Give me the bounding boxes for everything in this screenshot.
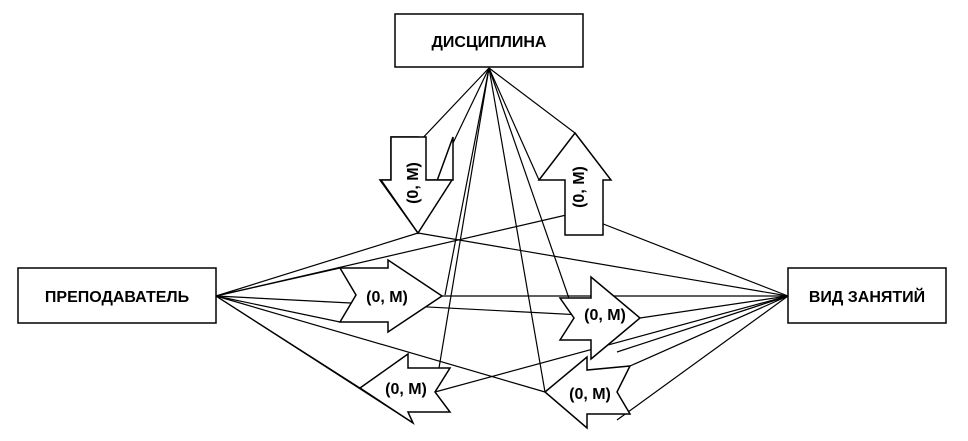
line-teacher-right-arrow (215, 295, 641, 319)
cardinality-label: (0, M) (571, 166, 588, 208)
line-teacher-mid-arrow-b (215, 295, 341, 323)
line-lesson-right-arrow-b (616, 295, 789, 353)
line-disc-arrowdown-right (452, 67, 490, 144)
line-disc-arrowup-left (488, 67, 540, 181)
line-disc-arrowdown-left (417, 67, 490, 144)
connector-lines (215, 67, 789, 424)
line-disc-br-arrow (488, 67, 546, 393)
line-disc-mid-arrow (444, 67, 490, 296)
entity-teacher-label: ПРЕПОДАВАТЕЛЬ (45, 289, 189, 306)
line-lesson-up-arrow (574, 212, 789, 297)
line-disc-bl-arrow (434, 67, 490, 393)
line-teacher-br-arrow (215, 295, 546, 393)
arrow-discipline-up: (0, M) (537, 131, 613, 236)
line-teacher-mid-arrow (215, 267, 341, 297)
cardinality-label: (0, M) (405, 162, 422, 204)
line-lesson-right-arrow (639, 295, 789, 319)
entity-discipline[interactable]: ДИСЦИПЛИНА (394, 13, 584, 68)
line-disc-right-arrow (488, 67, 573, 308)
line-disc-arrowup-tip (488, 67, 576, 134)
arrow-teacher-from-lesson: (0, M) (358, 352, 452, 426)
cardinality-label: (0, M) (385, 381, 427, 398)
line-lesson-bl-arrow (434, 295, 789, 393)
line-lesson-down-arrow (417, 232, 789, 297)
cardinality-label: (0, M) (366, 289, 408, 306)
line-teacher-down-arrow (215, 232, 419, 297)
cardinality-label: (0, M) (569, 386, 611, 403)
cardinality-label: (0, M) (584, 307, 626, 324)
arrow-lesson-from-teacher: (0, M) (558, 275, 642, 361)
arrow-discipline-down: (0, M) (378, 136, 454, 235)
entity-lesson-type-label: ВИД ЗАНЯТИЙ (809, 287, 925, 306)
line-lesson-br-arrow-b (629, 295, 789, 367)
entity-teacher[interactable]: ПРЕПОДАВАТЕЛЬ (17, 267, 217, 324)
arrow-lesson-from-discipline: (0, M) (543, 355, 632, 430)
entity-lesson-type[interactable]: ВИД ЗАНЯТИЙ (787, 267, 947, 324)
entity-discipline-label: ДИСЦИПЛИНА (432, 34, 547, 51)
line-lesson-br-arrow (616, 295, 789, 421)
arrow-teacher-to-lesson: (0, M) (338, 258, 444, 334)
